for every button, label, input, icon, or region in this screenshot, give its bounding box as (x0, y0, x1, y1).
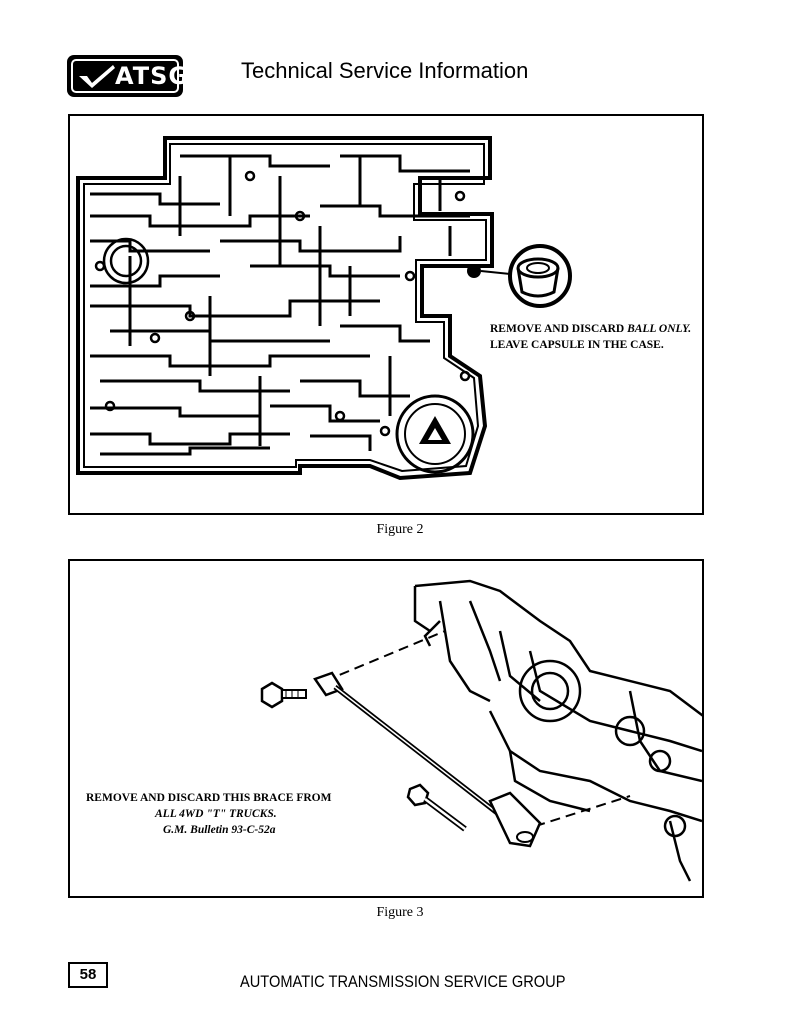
check-ball (467, 264, 481, 278)
logo-border (71, 59, 179, 93)
valve-holes (94, 170, 471, 437)
valve-body-outline (76, 136, 494, 481)
upper-bolt (260, 681, 307, 709)
note-line-2: LEAVE CAPSULE IN THE CASE. (490, 339, 664, 351)
figure-3-caption: Figure 3 (376, 905, 424, 920)
note-line-1: REMOVE AND DISCARD THIS BRACE FROM (86, 792, 332, 804)
valve-body-drawing (76, 136, 572, 481)
page-title: Technical Service Information (241, 58, 529, 83)
brace-rod (313, 671, 542, 848)
note-line-1-prefix: REMOVE AND DISCARD (490, 323, 625, 335)
atsg-logo: ATSG (67, 55, 188, 97)
lower-bolt (406, 783, 467, 832)
checkmark-icon (79, 65, 115, 88)
transmission-brace-drawing (260, 579, 702, 882)
fluid-passages (90, 154, 470, 456)
pump-circle (395, 394, 475, 474)
footer-organization: AUTOMATIC TRANSMISSION SERVICE GROUP (240, 972, 566, 991)
figure-2-caption: Figure 2 (376, 522, 424, 537)
ball-removal-note: REMOVE AND DISCARD BALL ONLY. LEAVE CAPS… (490, 321, 691, 353)
upper-dashed-line (324, 630, 446, 682)
capsule-callout (480, 244, 572, 308)
page-number: 58 (68, 962, 108, 988)
brace-removal-note: REMOVE AND DISCARD THIS BRACE FROM ALL 4… (86, 790, 331, 838)
note-line-2: ALL 4WD "T" TRUCKS. (155, 808, 277, 820)
bulletin-reference: G.M. Bulletin 93-C-52a (163, 824, 276, 836)
note-line-1-emphasis: BALL ONLY. (627, 323, 692, 335)
logo-text: ATSG (115, 62, 190, 90)
figure-3-box: REMOVE AND DISCARD THIS BRACE FROM ALL 4… (68, 559, 704, 898)
transmission-housing (413, 579, 702, 882)
figure-2-box: REMOVE AND DISCARD BALL ONLY. LEAVE CAPS… (68, 114, 704, 515)
valve-body-inner-outline (83, 143, 487, 473)
